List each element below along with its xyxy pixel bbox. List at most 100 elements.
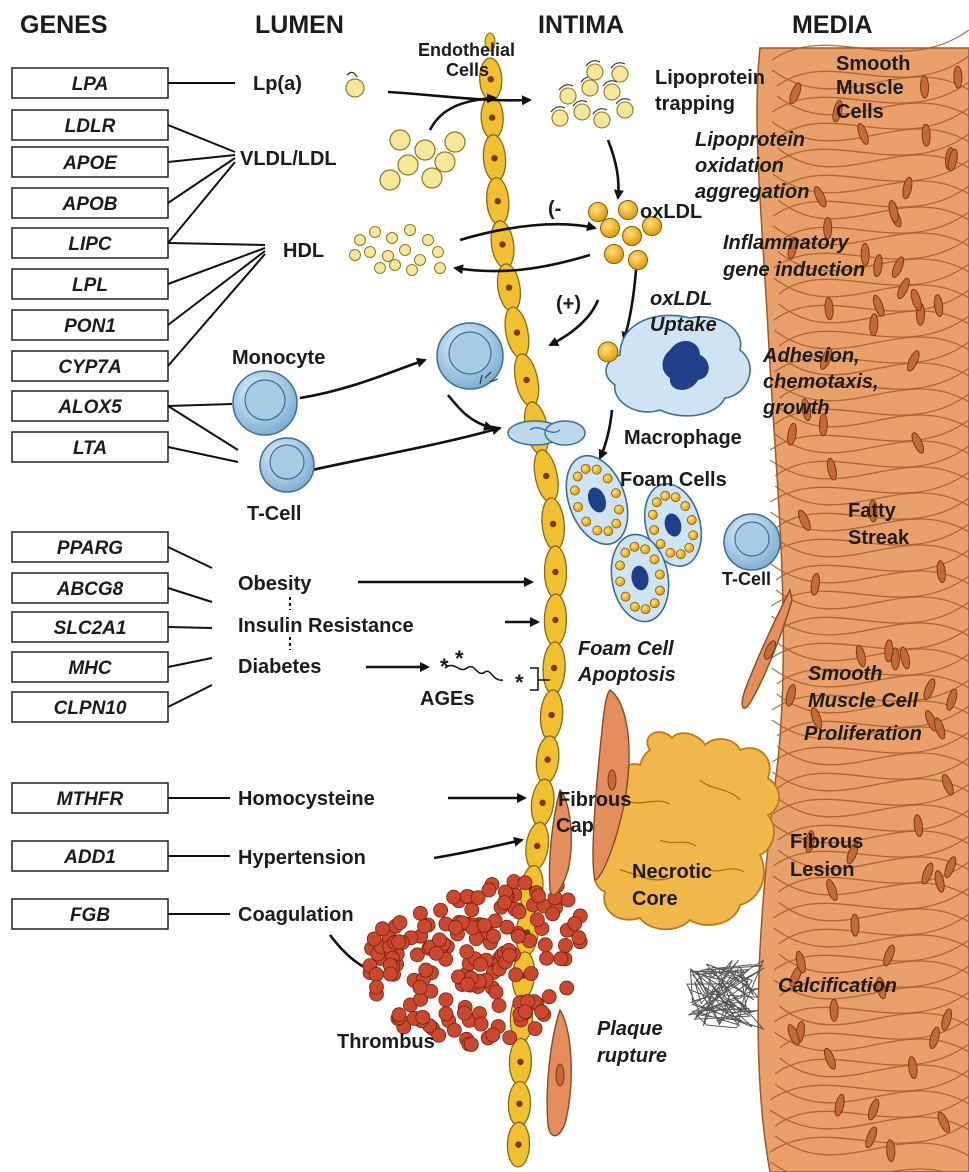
transmigrating-monocyte [508, 421, 585, 445]
label-fatty-streak-2: Streak [848, 527, 910, 549]
calcification-crystals [687, 960, 764, 1029]
gene-label: LIPC [68, 234, 112, 255]
gene-box-lpa: LPA [12, 68, 168, 98]
gene-box-abcg8: ABCG8 [12, 573, 168, 603]
label-necrotic-core-1: Necrotic [632, 861, 712, 883]
label-fibrous-lesion-2: Lesion [790, 859, 854, 881]
header-intima: INTIMA [538, 11, 624, 39]
label-ages: AGEs [420, 688, 474, 710]
gene-label: CYP7A [58, 357, 121, 378]
label-lpa: Lp(a) [253, 73, 302, 95]
svg-text:*: * [440, 654, 449, 679]
label-vldl-ldl: VLDL/LDL [240, 148, 337, 170]
label-fibrous-lesion-1: Fibrous [790, 831, 863, 853]
gene-box-lta: LTA [12, 432, 168, 462]
gene-box-cyp7a: CYP7A [12, 351, 168, 381]
label-monocyte: Monocyte [232, 347, 325, 369]
label-oxldl: oxLDL [640, 201, 702, 223]
label-necrotic-core-2: Core [632, 888, 678, 910]
gene-box-lpl: LPL [12, 269, 168, 299]
thrombus [363, 874, 587, 1051]
gene-box-clpn10: CLPN10 [12, 692, 168, 722]
gene-label: SLC2A1 [54, 618, 127, 639]
gene-box-mhc: MHC [12, 652, 168, 682]
gene-label: CLPN10 [54, 698, 127, 719]
header-genes: GENES [20, 11, 108, 39]
gene-label: LPA [72, 74, 109, 95]
label-macrophage: Macrophage [624, 427, 742, 449]
label-smc-1: Smooth [836, 53, 910, 75]
gene-box-apoe: APOE [12, 147, 168, 177]
label-lipo-trap-2: trapping [655, 93, 735, 115]
vldl-ldl-particles [380, 130, 465, 190]
label-minus: (- [548, 198, 561, 220]
gene-label: FGB [70, 905, 110, 926]
gene-box-fgb: FGB [12, 899, 168, 929]
label-apoptosis-2: Apoptosis [577, 664, 676, 686]
gene-box-mthfr: MTHFR [12, 783, 168, 813]
label-fatty-streak-1: Fatty [848, 500, 897, 522]
label-inflammatory-2: gene induction [722, 259, 865, 281]
label-uptake-1: oxLDL [650, 288, 712, 310]
trapped-lipoproteins [551, 61, 633, 128]
label-inflammatory-1: Inflammatory [723, 232, 849, 254]
gene-box-pon1: PON1 [12, 310, 168, 340]
label-adhesion-2: chemotaxis, [763, 371, 879, 393]
tcell-lumen [260, 438, 314, 492]
gene-label: LDLR [65, 116, 116, 137]
monocyte-cell [233, 371, 297, 435]
label-diabetes: Diabetes [238, 656, 321, 678]
gene-label: APOB [62, 194, 118, 215]
gene-box-apob: APOB [12, 188, 168, 218]
label-hypertension: Hypertension [238, 847, 366, 869]
label-adhesion-3: growth [762, 397, 830, 419]
label-hdl: HDL [283, 240, 324, 262]
label-endothelial-2: Cells [446, 60, 489, 80]
header-lumen: LUMEN [255, 11, 344, 39]
gene-label: ADD1 [63, 847, 116, 868]
label-insulin-resistance: Insulin Resistance [238, 615, 414, 637]
svg-text:*: * [455, 646, 464, 671]
label-calcification: Calcification [778, 975, 897, 997]
label-uptake-2: Uptake [650, 314, 717, 336]
label-foam-cells: Foam Cells [620, 469, 727, 491]
label-plus: (+) [556, 293, 581, 315]
gene-label: PON1 [64, 316, 116, 337]
label-proliferation-2: Muscle Cell [808, 690, 918, 712]
gene-box-slc2a1: SLC2A1 [12, 612, 168, 642]
label-thrombus: Thrombus [337, 1031, 435, 1053]
label-plaque-rupture-2: rupture [597, 1045, 667, 1067]
label-oxidation-2: oxidation [695, 155, 784, 177]
adhering-monocyte [437, 323, 503, 389]
label-endothelial-1: Endothelial [418, 40, 515, 60]
label-obesity: Obesity [238, 573, 312, 595]
tcell-intima [724, 514, 780, 570]
gene-box-pparg: PPARG [12, 532, 168, 562]
gene-box-ldlr: LDLR [12, 110, 168, 140]
gene-label: ABCG8 [56, 579, 124, 600]
label-oxidation-1: Lipoprotein [695, 129, 805, 151]
label-smc-2: Muscle [836, 77, 904, 99]
gene-label: MTHFR [57, 789, 124, 810]
label-oxidation-3: aggregation [695, 181, 809, 203]
label-homocysteine: Homocysteine [238, 788, 375, 810]
lpa-particle [346, 72, 364, 97]
svg-text:*: * [515, 670, 524, 695]
header-media: MEDIA [792, 11, 873, 39]
gene-box-lipc: LIPC [12, 228, 168, 258]
gene-label: ALOX5 [57, 397, 122, 418]
gene-box-add1: ADD1 [12, 841, 168, 871]
gene-box-alox5: ALOX5 [12, 391, 168, 421]
label-fibrous-cap-2: Cap [556, 815, 594, 837]
gene-label: APOE [62, 153, 118, 174]
gene-label: LPL [72, 275, 108, 296]
hdl-particles [350, 225, 446, 276]
label-coagulation: Coagulation [238, 904, 354, 926]
gene-label: PPARG [57, 538, 123, 559]
label-lipo-trap-1: Lipoprotein [655, 67, 765, 89]
gene-label: MHC [68, 658, 112, 679]
label-apoptosis-1: Foam Cell [578, 638, 674, 660]
label-smc-3: Cells [836, 101, 884, 123]
